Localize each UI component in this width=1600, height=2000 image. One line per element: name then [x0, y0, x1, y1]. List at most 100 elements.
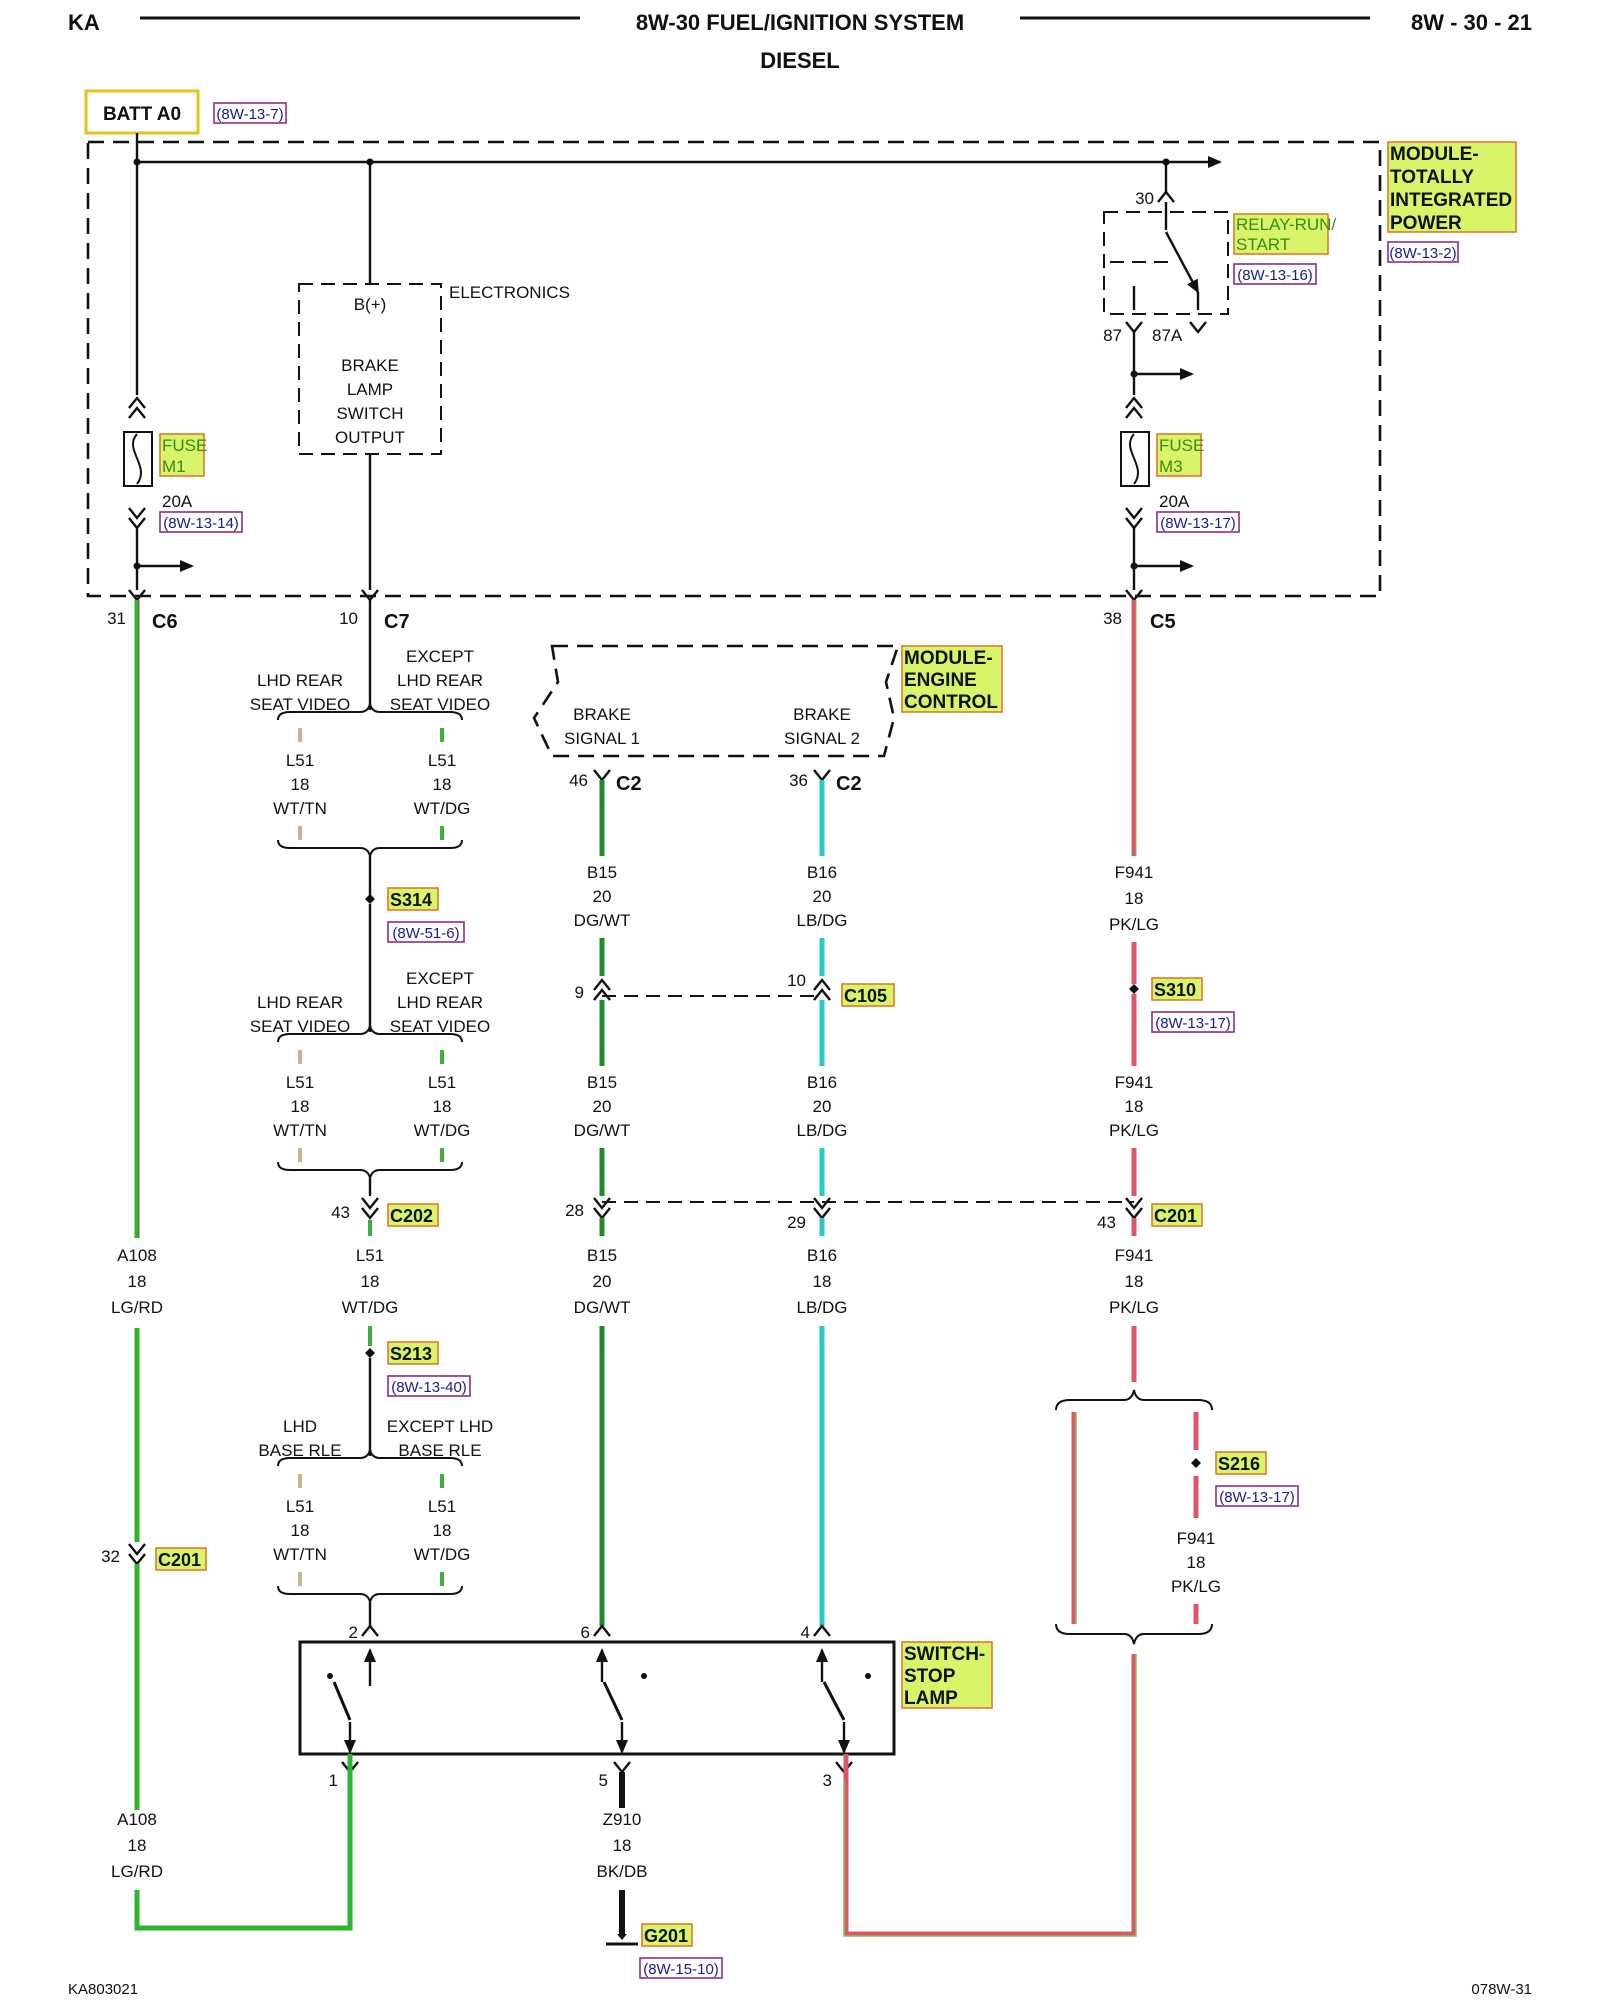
- relay-pin-87: 87: [1103, 326, 1122, 345]
- connector-c202-name: C202: [390, 1206, 433, 1226]
- wire-l51-wtdg-3-gauge: 18: [433, 1521, 452, 1540]
- wire-f941-return-stripe: [843, 1654, 1137, 1937]
- connector-c201-left-terminal: [128, 1543, 146, 1566]
- connector-c7-name: C7: [384, 611, 410, 633]
- switch-pin-4-terminal: [813, 1624, 831, 1637]
- brake-output-line-3: SWITCH: [336, 404, 403, 423]
- splice-s310-ref[interactable]: (8W-13-17): [1155, 1015, 1231, 1032]
- batt-a0-ref[interactable]: (8W-13-7): [216, 106, 283, 123]
- wire-b15-3-gauge: 20: [593, 1272, 612, 1291]
- switch-contact-3-dot: [865, 1673, 871, 1679]
- relay-ref[interactable]: (8W-13-16): [1237, 267, 1313, 284]
- wire-b15-2-color: DG/WT: [574, 1121, 631, 1140]
- fuse-m3-highlight: [1156, 433, 1202, 477]
- ground-g201-name: G201: [644, 1926, 688, 1946]
- wire-z910-id: Z910: [603, 1810, 642, 1829]
- splice-s216-name: S216: [1218, 1454, 1260, 1474]
- splice-s213-ref[interactable]: (8W-13-40): [391, 1379, 467, 1396]
- tipm-ref-box: [1387, 241, 1459, 263]
- ecm-title-line-2: ENGINE: [904, 670, 977, 691]
- ecm-sig2-line-1: BRAKE: [793, 705, 851, 724]
- wire-l51-wtdg-2-id: L51: [428, 1073, 456, 1092]
- brake-output-line-2: LAMP: [347, 380, 393, 399]
- relay-87a-terminal: [1189, 321, 1207, 334]
- wire-z910-color: BK/DB: [596, 1862, 647, 1881]
- connector-c6-pin: 31: [107, 609, 126, 628]
- relay-87-terminal: [1125, 321, 1143, 334]
- wire-a108-top-gauge: 18: [128, 1272, 147, 1291]
- fuse-m3-bottom-terminal: [1125, 507, 1143, 530]
- switch-pin-6-terminal: [593, 1624, 611, 1637]
- page-header: KA 8W-30 FUEL/IGNITION SYSTEM 8W - 30 - …: [68, 10, 1532, 73]
- ground-g201-symbol: [617, 1934, 627, 1940]
- fuse-m3-node: [1130, 562, 1138, 570]
- splice-s314-ref-box: [387, 921, 465, 943]
- stop-lamp-switch-highlight: [901, 1641, 993, 1709]
- wire-a108-top-id: A108: [117, 1246, 157, 1265]
- wire-f941-4-id: F941: [1177, 1529, 1216, 1548]
- switch-pin-2-terminal: [361, 1624, 379, 1637]
- header-title: 8W-30 FUEL/IGNITION SYSTEM: [636, 10, 964, 35]
- connector-c2-pin36: 36: [789, 771, 808, 790]
- option-3-left-line-2: BASE RLE: [258, 1441, 341, 1460]
- wire-f941-3-id: F941: [1115, 1246, 1154, 1265]
- batt-a0-ref-box: [213, 102, 287, 124]
- fuse-m3-top-terminal: [1125, 396, 1143, 419]
- connector-c202-terminal: [361, 1197, 379, 1220]
- switch-pin-6: 6: [581, 1623, 590, 1642]
- wire-f941-3-color: PK/LG: [1109, 1298, 1159, 1317]
- ecm-sig2-line-2: SIGNAL 2: [784, 729, 860, 748]
- connector-c2-pin36-terminal: [813, 769, 831, 782]
- fuse-m3-rating: 20A: [1159, 492, 1190, 511]
- fuse-m1-label-1: FUSE: [162, 436, 207, 455]
- wire-l51-mid-color: WT/DG: [342, 1298, 399, 1317]
- ecm-module-boundary: [532, 644, 900, 758]
- switch-pin-2: 2: [349, 1623, 358, 1642]
- splice-s314-ref[interactable]: (8W-51-6): [392, 925, 459, 942]
- wire-f941-1-color: PK/LG: [1109, 915, 1159, 934]
- tipm-ref[interactable]: (8W-13-2): [1389, 245, 1456, 262]
- option-3-right-line-2: BASE RLE: [398, 1441, 481, 1460]
- connector-c6-name: C6: [152, 611, 178, 633]
- fuse-m1-ref[interactable]: (8W-13-14): [163, 515, 239, 532]
- switch-pin-5: 5: [599, 1771, 608, 1790]
- connector-c201-left-highlight: [155, 1547, 207, 1571]
- fuse-m1-top-terminal: [128, 396, 146, 419]
- connector-c5-name: C5: [1150, 611, 1176, 633]
- fuse-m1-node: [133, 562, 141, 570]
- option-2-left-line-2: SEAT VIDEO: [250, 1017, 350, 1036]
- wire-f941-4-color: PK/LG: [1171, 1577, 1221, 1596]
- option-2-left-line-1: LHD REAR: [257, 993, 343, 1012]
- switch-contact-2-dot: [641, 1673, 647, 1679]
- s216-split-brace: [1055, 1389, 1213, 1411]
- option-3-left-line-1: LHD: [283, 1417, 317, 1436]
- tipm-title-line-2: TOTALLY: [1390, 167, 1474, 188]
- batt-a0-label: BATT A0: [103, 104, 181, 125]
- electronics-label: ELECTRONICS: [449, 283, 570, 302]
- tipm-module-boundary: [86, 140, 1382, 598]
- wire-l51-wttn-3-id: L51: [286, 1497, 314, 1516]
- brake-output-line-1: BRAKE: [341, 356, 399, 375]
- ground-g201-ref[interactable]: (8W-15-10): [643, 1961, 719, 1978]
- wire-f941-3-gauge: 18: [1125, 1272, 1144, 1291]
- wire-l51-wtdg-1-id: L51: [428, 751, 456, 770]
- wire-b15-3-id: B15: [587, 1246, 617, 1265]
- wire-l51-wttn-3-color: WT/TN: [273, 1545, 327, 1564]
- connector-c201-pin28: 28: [565, 1201, 584, 1220]
- switch-contact-1-blade: [332, 1681, 352, 1721]
- splice-s216-ref[interactable]: (8W-13-17): [1219, 1489, 1295, 1506]
- wire-b16-3-color: LB/DG: [796, 1298, 847, 1317]
- tipm-title-highlight: [1387, 141, 1517, 233]
- batt-a0-box: [84, 89, 200, 135]
- switch-contact-1-pivot: [327, 1673, 333, 1679]
- wire-f941-return: [843, 1654, 1137, 1937]
- wire-b15-1-gauge: 20: [593, 887, 612, 906]
- switch-pin-1: 1: [329, 1771, 338, 1790]
- switch-pin-5-terminal: [613, 1761, 631, 1774]
- fuse-m3-ref[interactable]: (8W-13-17): [1160, 515, 1236, 532]
- connector-c105-pin10: 10: [787, 971, 806, 990]
- option-1-left-line-2: SEAT VIDEO: [250, 695, 350, 714]
- ecm-title-highlight: [901, 645, 1003, 713]
- fuse-m3-body: [1120, 431, 1150, 487]
